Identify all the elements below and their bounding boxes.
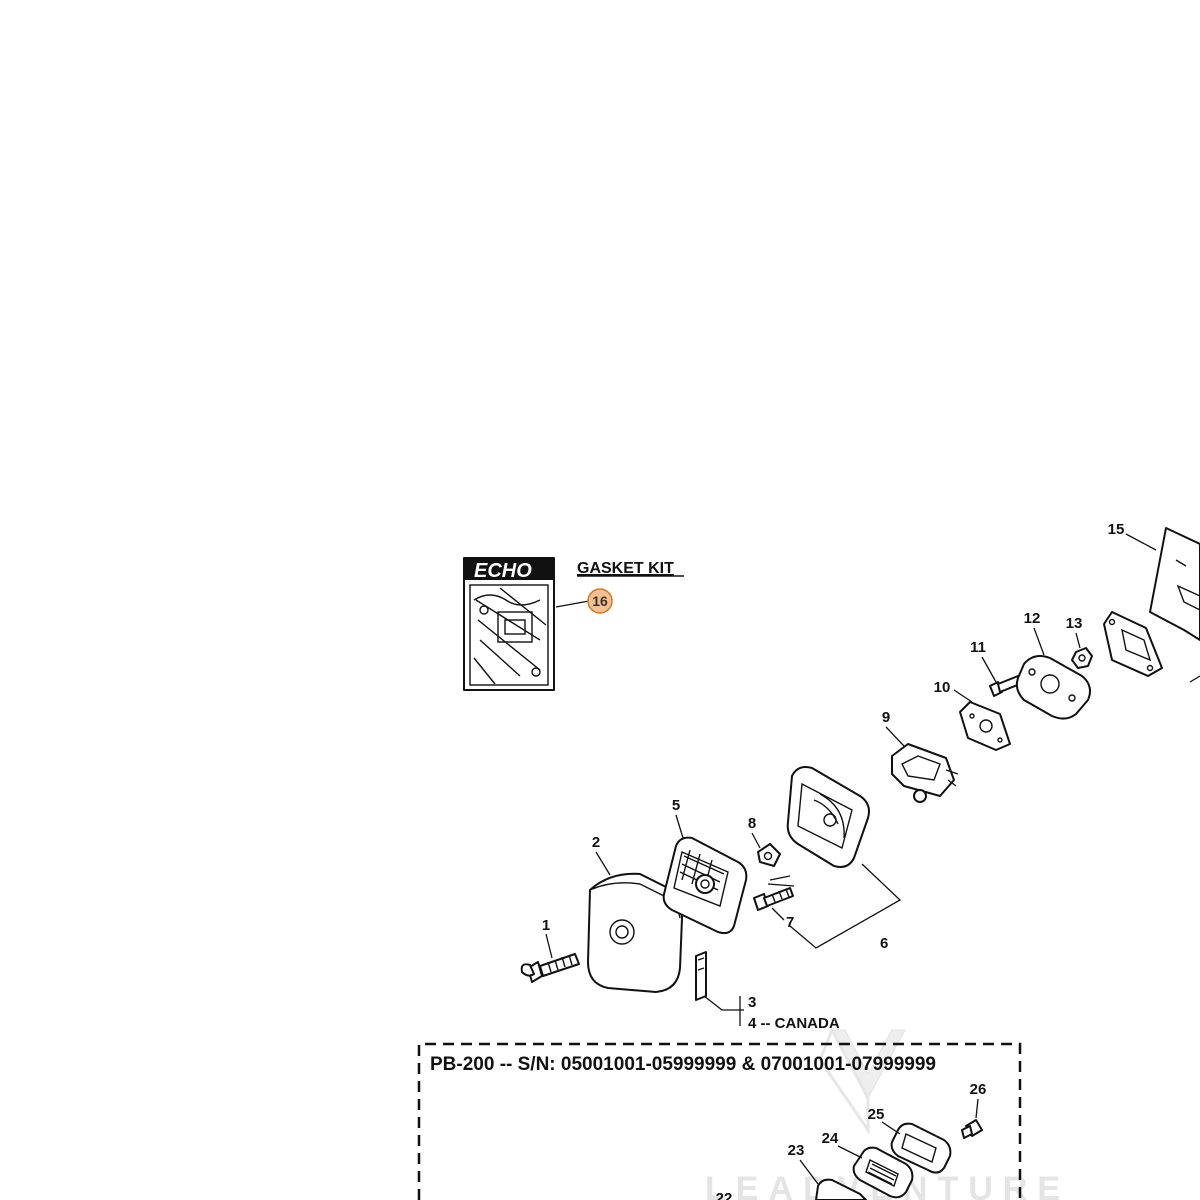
part-1-wing-bolt[interactable] bbox=[520, 953, 580, 983]
callout-4-canada: 4 -- CANADA bbox=[748, 1015, 840, 1032]
callout-25: 25 bbox=[868, 1106, 885, 1123]
callout-22: 22 bbox=[716, 1190, 733, 1200]
callout-1: 1 bbox=[542, 917, 550, 934]
callout-2: 2 bbox=[592, 834, 600, 851]
part-5-air-filter[interactable] bbox=[662, 836, 748, 935]
part-6-air-cleaner-case[interactable] bbox=[786, 766, 870, 868]
callout-16-highlighted[interactable]: 16 bbox=[587, 588, 613, 614]
part-23-gasket[interactable] bbox=[815, 1178, 867, 1200]
callout-16-label: 16 bbox=[592, 593, 608, 609]
callout-13: 13 bbox=[1066, 615, 1083, 632]
callout-5: 5 bbox=[672, 797, 680, 814]
part-13-nut[interactable] bbox=[1071, 647, 1093, 669]
callout-11: 11 bbox=[970, 639, 986, 656]
part-25-plate[interactable] bbox=[890, 1122, 952, 1174]
part-2-air-cleaner-cover[interactable] bbox=[587, 872, 683, 993]
callout-7: 7 bbox=[786, 914, 794, 931]
echo-logo: ECHO bbox=[474, 560, 532, 582]
muffler-gasket[interactable] bbox=[1103, 611, 1163, 677]
part-3-4-label[interactable] bbox=[695, 951, 707, 1001]
part-24-gasket[interactable] bbox=[852, 1146, 914, 1199]
serial-range-box bbox=[417, 1042, 1022, 1200]
callout-9: 9 bbox=[882, 709, 890, 726]
part-9-carburetor[interactable] bbox=[891, 743, 959, 803]
gasket-kit-illustration[interactable]: ECHO bbox=[463, 557, 555, 691]
callout-6: 6 bbox=[880, 935, 888, 952]
part-10-gasket[interactable] bbox=[959, 701, 1011, 751]
part-15-muffler-cover[interactable] bbox=[1149, 527, 1200, 641]
callout-10: 10 bbox=[934, 679, 951, 696]
callout-23: 23 bbox=[788, 1142, 805, 1159]
callout-3: 3 bbox=[748, 994, 756, 1011]
callout-15: 15 bbox=[1108, 521, 1125, 538]
callout-8: 8 bbox=[748, 815, 756, 832]
serial-range-label: PB-200 -- S/N: 05001001-05999999 & 07001… bbox=[430, 1054, 936, 1075]
callout-12: 12 bbox=[1024, 610, 1041, 627]
part-26-screw[interactable] bbox=[961, 1119, 983, 1139]
part-7-bolt[interactable] bbox=[753, 887, 794, 911]
part-11-bolt[interactable] bbox=[989, 675, 1021, 697]
callout-24: 24 bbox=[822, 1130, 839, 1147]
part-8-bracket[interactable] bbox=[757, 843, 781, 867]
callout-26: 26 bbox=[970, 1081, 987, 1098]
gasket-kit-title: GASKET KIT bbox=[577, 560, 674, 577]
part-12-insulator[interactable] bbox=[1015, 655, 1091, 720]
